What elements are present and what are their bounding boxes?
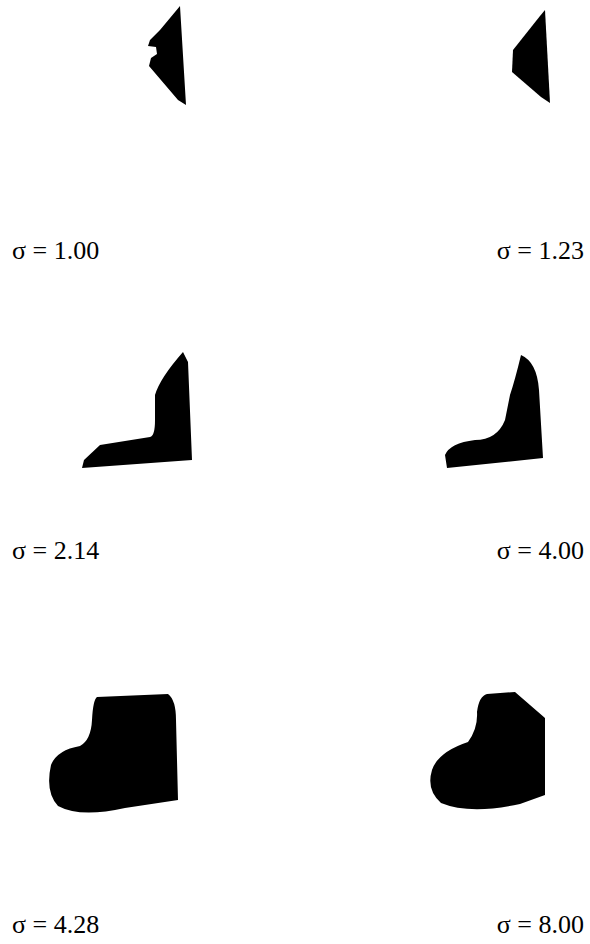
sigma-label: σ = 8.00 [497, 912, 584, 938]
sigma-label: σ = 4.00 [497, 538, 584, 564]
sigma-label: σ = 2.14 [12, 538, 99, 564]
shape-sigma-2 [512, 10, 550, 103]
shape-sigma-4 [445, 355, 543, 468]
shape-sigma-6 [430, 692, 545, 809]
sigma-label: σ = 1.23 [497, 238, 584, 264]
shape-sigma-5 [49, 694, 178, 813]
sigma-label: σ = 1.00 [12, 238, 99, 264]
sigma-label: σ = 4.28 [12, 912, 99, 938]
shape-sigma-3 [82, 352, 192, 468]
shape-sigma-1 [148, 6, 186, 105]
